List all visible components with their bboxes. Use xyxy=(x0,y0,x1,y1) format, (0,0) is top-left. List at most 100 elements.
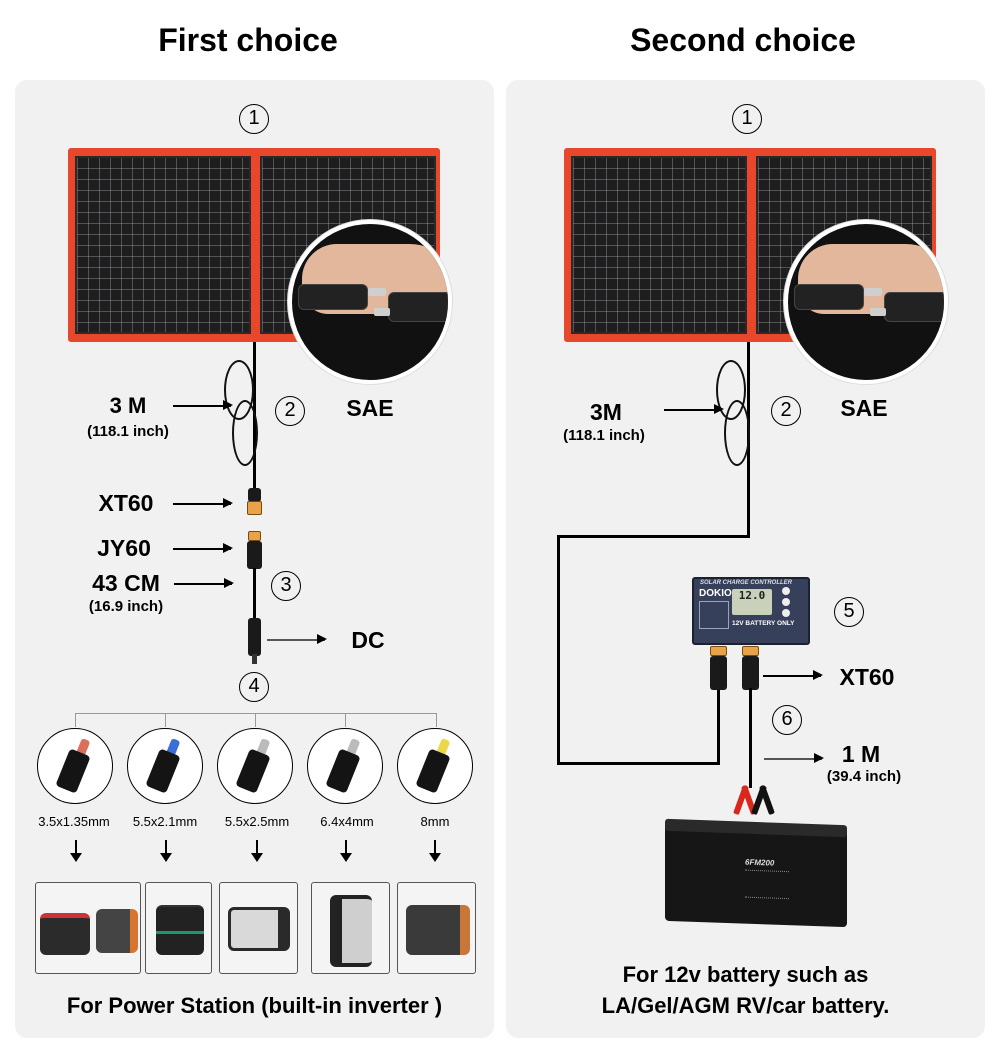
battery-model: 6FM200 xyxy=(745,857,775,868)
cable-length-arrow-second xyxy=(664,405,724,413)
sae-pin xyxy=(374,308,390,316)
step-4-badge: 4 xyxy=(239,672,269,702)
tip-tree-branch xyxy=(436,713,437,727)
cable-coil xyxy=(232,400,258,466)
sae-pin xyxy=(864,288,882,296)
xt60-connector xyxy=(247,501,262,515)
tip-body xyxy=(415,748,451,794)
adapter-length-inch-label: (16.9 inch) xyxy=(88,598,164,615)
tip-tree-branch xyxy=(75,713,76,727)
adapter-cable xyxy=(253,568,256,620)
down-arrow-icon xyxy=(340,840,352,862)
cable-coil xyxy=(724,400,750,466)
sae-pin xyxy=(368,288,386,296)
power-station-pair xyxy=(35,882,141,974)
down-arrow-icon xyxy=(429,840,441,862)
output-length-label: 1 M xyxy=(841,741,881,767)
cable-length-inch-label-second: (118.1 inch) xyxy=(563,427,645,444)
xt60-connector-battery xyxy=(742,646,759,656)
sae-label: SAE xyxy=(346,395,394,421)
power-station-silver xyxy=(219,882,298,974)
tip-tree-branch xyxy=(345,713,346,727)
tip-tree-horizontal xyxy=(75,713,437,714)
battery-label-text xyxy=(745,869,789,900)
step-3-badge: 3 xyxy=(271,571,301,601)
controller-brand: DOKIO xyxy=(699,588,732,599)
wire-path xyxy=(557,535,750,538)
adapter-length-arrow xyxy=(174,579,234,587)
xt60-connector-pv xyxy=(710,646,727,656)
xt60-arrow-second xyxy=(763,671,823,679)
wire-path xyxy=(717,688,720,765)
step-1-badge-second: 1 xyxy=(732,104,762,134)
device-image xyxy=(96,909,138,953)
dc-plug-tip xyxy=(252,654,257,664)
sae-plug-left xyxy=(298,284,368,310)
tip-body xyxy=(55,748,91,794)
step-2-badge: 2 xyxy=(275,396,305,426)
step-6-badge: 6 xyxy=(772,705,802,735)
device-image xyxy=(156,905,204,955)
power-station-orange xyxy=(397,882,476,974)
sae-pin xyxy=(870,308,886,316)
tip-label: 8mm xyxy=(420,814,450,829)
down-arrow-icon xyxy=(251,840,263,862)
xt60-label-second: XT60 xyxy=(839,664,895,690)
dc-tip-3.5x1.35 xyxy=(37,728,113,804)
step-5-badge: 5 xyxy=(834,597,864,627)
device-image xyxy=(40,913,90,955)
controller-button xyxy=(782,598,790,606)
second-choice-caption-line2: LA/Gel/AGM RV/car battery. xyxy=(601,993,890,1018)
jy60-label: JY60 xyxy=(97,535,151,561)
controller-info-text xyxy=(699,601,729,629)
dc-arrow xyxy=(267,635,327,643)
first-choice-title: First choice xyxy=(158,22,338,58)
tip-tree-branch xyxy=(255,713,256,727)
controller-note: 12V BATTERY ONLY xyxy=(732,620,795,627)
dc-tip-6.4x4 xyxy=(307,728,383,804)
wire-path xyxy=(557,535,560,765)
cable-length-label: 3 M xyxy=(109,393,147,418)
tip-label: 5.5x2.1mm xyxy=(132,814,198,829)
first-choice-caption: For Power Station (built-in inverter ) xyxy=(66,993,443,1018)
dc-tip-5.5x2.1 xyxy=(127,728,203,804)
controller-button xyxy=(782,609,790,617)
xt60-housing xyxy=(248,488,261,502)
xt60-label: XT60 xyxy=(98,490,154,516)
jy60-connector xyxy=(248,531,261,541)
solar-cell-left xyxy=(571,156,747,334)
xt60-housing-battery xyxy=(742,656,759,690)
sae-label-second: SAE xyxy=(840,395,888,421)
tip-label: 5.5x2.5mm xyxy=(224,814,290,829)
tip-body xyxy=(145,748,181,794)
wire-path xyxy=(557,762,720,765)
sae-plug-left xyxy=(794,284,864,310)
down-arrow-icon xyxy=(160,840,172,862)
cable-length-inch-label: (118.1 inch) xyxy=(87,423,169,440)
12v-battery-image: 6FM200 xyxy=(665,818,847,928)
tip-label: 6.4x4mm xyxy=(320,814,374,829)
cable-length-arrow xyxy=(173,401,233,409)
sae-connector-closeup xyxy=(288,220,452,384)
cable-length-label-second: 3M xyxy=(590,399,622,425)
sae-plug-right xyxy=(884,292,944,322)
output-length-inch-label: (39.4 inch) xyxy=(826,768,902,785)
xt60-arrow xyxy=(173,499,233,507)
tip-body xyxy=(325,748,361,794)
second-choice-caption-line1: For 12v battery such as xyxy=(622,962,869,987)
device-image xyxy=(228,907,290,951)
xt60-housing-pv xyxy=(710,656,727,690)
power-station-upright xyxy=(311,882,390,974)
solar-charge-controller: SOLAR CHARGE CONTROLLER DOKIO 12.0 12V B… xyxy=(692,577,810,645)
battery-cable xyxy=(749,688,752,788)
dc-label: DC xyxy=(351,627,385,653)
solar-cell-left xyxy=(75,156,251,334)
jy60-arrow xyxy=(173,544,233,552)
controller-header: SOLAR CHARGE CONTROLLER xyxy=(700,580,792,586)
down-arrow-icon xyxy=(70,840,82,862)
tip-tree-branch xyxy=(165,713,166,727)
sae-connector-closeup-second xyxy=(784,220,948,384)
tip-body xyxy=(235,748,271,794)
output-length-arrow xyxy=(764,754,824,762)
adapter-length-label: 43 CM xyxy=(92,570,160,596)
